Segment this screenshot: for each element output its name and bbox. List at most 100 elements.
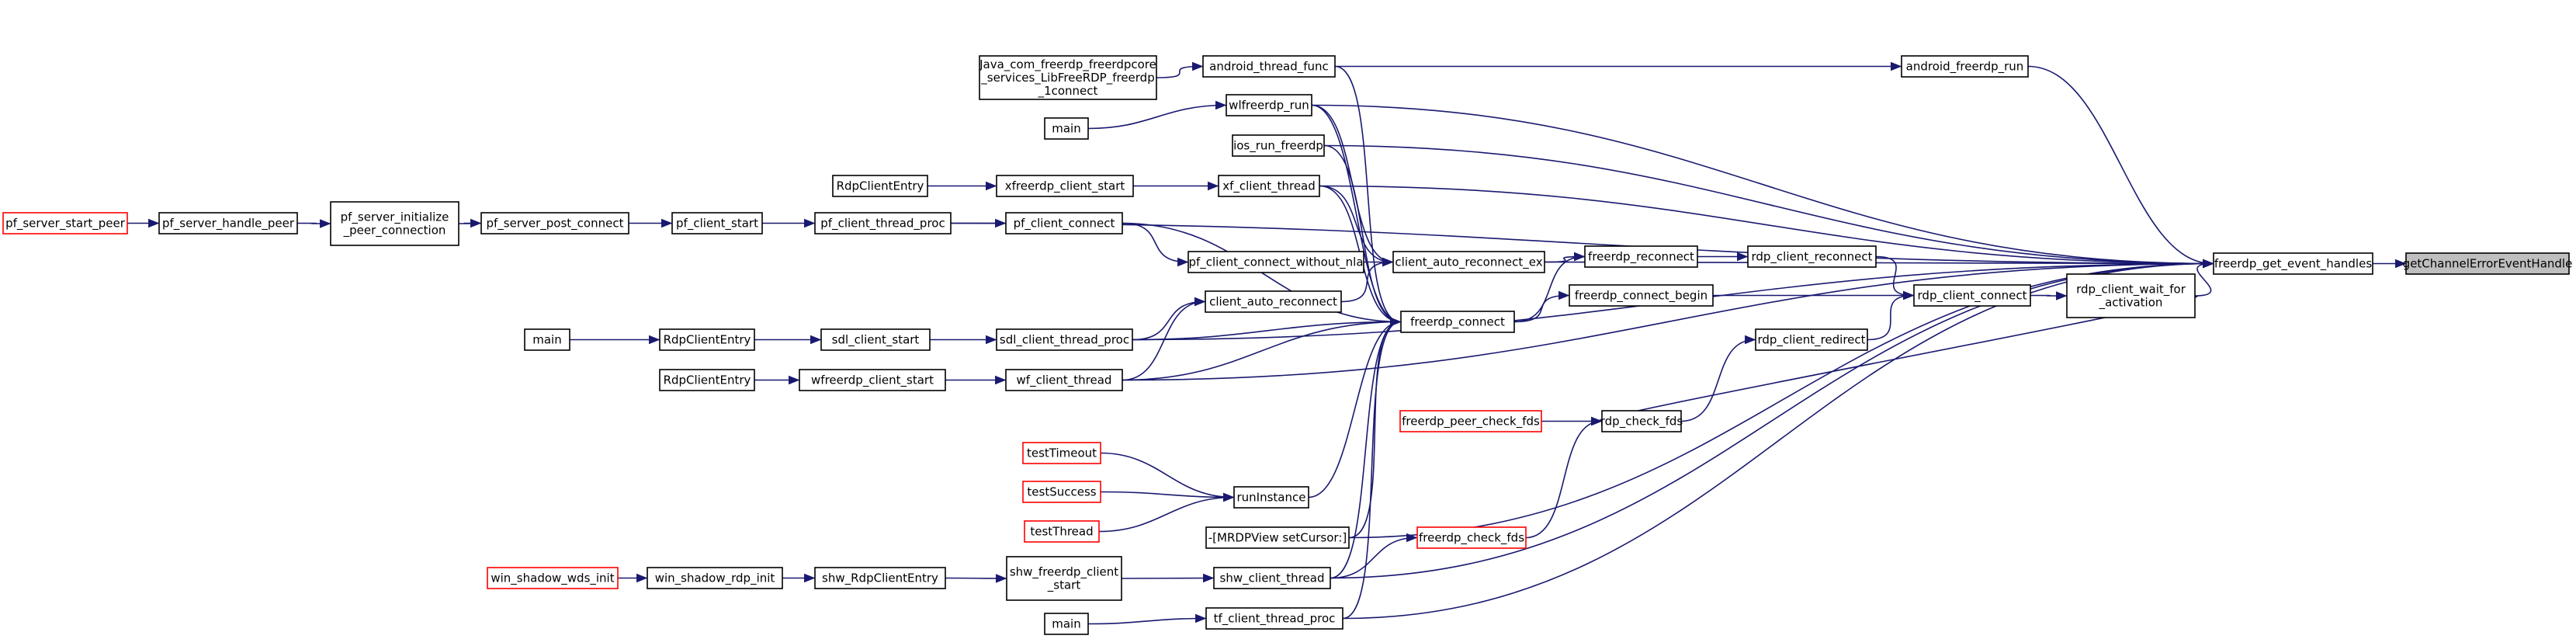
node-freerdp-check-fds[interactable]: freerdp_check_fds <box>1416 526 1527 549</box>
node-xf-client-thread[interactable]: xf_client_thread <box>1218 175 1320 197</box>
node-pf-client-connect[interactable]: pf_client_connect <box>1005 212 1123 234</box>
node-android-freerdp-run[interactable]: android_freerdp_run <box>1901 55 2029 78</box>
edge-ios-run-freerdp-to-freerdp-connect <box>1323 144 1402 327</box>
node-box <box>1400 311 1515 333</box>
edge-wf-client-thread-to-freerdp-get-event-handles <box>1122 259 2214 381</box>
node-label: win_shadow_rdp_init <box>655 571 775 586</box>
node-rdp-client-connect[interactable]: rdp_client_connect <box>1913 284 2031 307</box>
node-pf-server-handle-peer[interactable]: pf_server_handle_peer <box>158 212 298 234</box>
node-ios-run-freerdp[interactable]: ios_run_freerdp <box>1232 134 1325 157</box>
edge-xf-client-thread-to-freerdp-get-event-handles <box>1319 185 2214 269</box>
node-label: pf_client_connect_without_nla <box>1188 255 1363 270</box>
node-rdp-client-wait-for-activation[interactable]: rdp_client_wait_for_activation <box>2066 273 2196 318</box>
node-xfreerdp-client-start[interactable]: xfreerdp_client_start <box>996 175 1134 197</box>
node-rdpcliententry-wf[interactable]: RdpClientEntry <box>659 369 755 391</box>
node-box <box>1187 251 1364 273</box>
edge-mrdpview-setcursor-to-freerdp-get-event-handles <box>1348 259 2214 539</box>
node-box <box>996 175 1134 197</box>
node-box <box>1416 526 1527 549</box>
node-tf-client-thread-proc[interactable]: tf_client_thread_proc <box>1205 607 1343 630</box>
node-box <box>487 567 619 589</box>
node-pf-client-start[interactable]: pf_client_start <box>671 212 763 234</box>
node-box <box>2213 252 2373 275</box>
edge-testtimeout-to-runinstance <box>1100 452 1235 502</box>
node-java-connect[interactable]: Java_com_freerdp_freerdpcore_services_Li… <box>979 55 1157 100</box>
node-pf-client-thread-proc[interactable]: pf_client_thread_proc <box>814 212 952 234</box>
edge-testthread-to-runinstance <box>1098 492 1235 533</box>
node-client-auto-reconnect-ex[interactable]: client_auto_reconnect_ex <box>1392 251 1545 273</box>
node-client-auto-reconnect[interactable]: client_auto_reconnect <box>1205 290 1342 313</box>
node-sdl-client-thread-proc[interactable]: sdl_client_thread_proc <box>996 328 1133 351</box>
node-pf-server-start-peer[interactable]: pf_server_start_peer <box>2 212 128 234</box>
node-label: pf_client_start <box>676 217 758 231</box>
node-label: -[MRDPView setCursor:] <box>1208 531 1347 545</box>
node-freerdp-connect-begin[interactable]: freerdp_connect_begin <box>1569 284 1714 307</box>
node-mrdpview-setcursor[interactable]: -[MRDPView setCursor:] <box>1205 526 1350 549</box>
node-win-shadow-rdp-init[interactable]: win_shadow_rdp_init <box>647 567 783 589</box>
node-label: pf_server_initialize <box>341 210 449 225</box>
node-freerdp-get-event-handles[interactable]: freerdp_get_event_handles <box>2213 252 2373 275</box>
node-label: pf_client_thread_proc <box>820 217 945 231</box>
node-testsuccess[interactable]: testSuccess <box>1022 481 1101 503</box>
node-rdp-client-redirect[interactable]: rdp_client_redirect <box>1755 328 1868 351</box>
node-label: main <box>1052 122 1080 136</box>
node-sdl-client-start[interactable]: sdl_client_start <box>820 328 931 351</box>
edge-sdl-client-thread-proc-to-freerdp-connect <box>1132 317 1402 341</box>
node-rdpcliententry-sdl[interactable]: RdpClientEntry <box>659 328 755 351</box>
node-freerdp-connect[interactable]: freerdp_connect <box>1400 311 1515 333</box>
node-testtimeout[interactable]: testTimeout <box>1022 442 1101 464</box>
node-main-sdl[interactable]: main <box>524 328 570 351</box>
node-wf-client-thread[interactable]: wf_client_thread <box>1005 369 1123 391</box>
edge-wlfreerdp-run-to-freerdp-get-event-handles <box>1311 104 2214 269</box>
node-label: client_auto_reconnect <box>1209 295 1337 310</box>
node-box <box>979 55 1157 100</box>
node-shw-freerdp-client-start[interactable]: shw_freerdp_client_start <box>1006 556 1122 601</box>
node-box <box>799 369 946 391</box>
node-box <box>1399 410 1542 432</box>
node-label: rdp_client_redirect <box>1757 333 1865 348</box>
node-label: pf_client_connect <box>1014 217 1115 231</box>
node-win-shadow-wds-init[interactable]: win_shadow_wds_init <box>487 567 619 589</box>
node-box <box>1392 251 1545 273</box>
node-box <box>832 175 928 197</box>
node-main-top[interactable]: main <box>1044 117 1089 140</box>
node-rdpcliententry-x[interactable]: RdpClientEntry <box>832 175 928 197</box>
node-box <box>814 212 952 234</box>
node-freerdp-peer-check-fds[interactable]: freerdp_peer_check_fds <box>1399 410 1542 432</box>
edge-shw-client-thread-to-freerdp-check-fds <box>1330 533 1418 579</box>
node-shw-rdpcliententry[interactable]: shw_RdpClientEntry <box>814 567 946 589</box>
node-testthread[interactable]: testThread <box>1024 520 1100 543</box>
node-wfreerdp-client-start[interactable]: wfreerdp_client_start <box>799 369 946 391</box>
node-box <box>2405 252 2570 275</box>
node-wlfreerdp-run[interactable]: wlfreerdp_run <box>1226 94 1312 116</box>
node-label: _peer_connection <box>343 224 446 238</box>
node-label: pf_server_start_peer <box>5 217 126 231</box>
node-label: android_freerdp_run <box>1906 60 2024 75</box>
edge-pf-client-connect-to-pf-client-connect-without-nla <box>1122 222 1189 267</box>
node-box <box>1747 245 1877 268</box>
node-label: RdpClientEntry <box>837 179 924 193</box>
edge-xf-client-thread-to-client-auto-reconnect-ex <box>1319 185 1394 267</box>
node-freerdp-reconnect[interactable]: freerdp_reconnect <box>1584 245 1698 268</box>
edge-rdp-client-redirect-to-rdp-client-connect <box>1867 290 1915 341</box>
node-pf-client-connect-without-nla[interactable]: pf_client_connect_without_nla <box>1187 251 1364 273</box>
node-box <box>1584 245 1698 268</box>
node-box <box>1005 369 1123 391</box>
node-main-tf[interactable]: main <box>1044 613 1089 635</box>
node-android-thread-func[interactable]: android_thread_func <box>1202 55 1336 78</box>
node-box <box>659 328 755 351</box>
node-box <box>1213 567 1331 589</box>
node-box <box>1901 55 2029 78</box>
edge-rdp-client-connect-to-rdp-client-wait-for-activation <box>2030 291 2068 300</box>
node-pf-server-initialize-peer-connection[interactable]: pf_server_initialize_peer_connection <box>330 201 459 246</box>
node-box <box>1218 175 1320 197</box>
node-rdp-client-reconnect[interactable]: rdp_client_reconnect <box>1747 245 1877 268</box>
node-pf-server-post-connect[interactable]: pf_server_post_connect <box>480 212 629 234</box>
node-runinstance[interactable]: runInstance <box>1233 486 1309 509</box>
node-rdp-check-fds[interactable]: rdp_check_fds <box>1600 410 1683 432</box>
node-getchannelerroreventhandle[interactable]: getChannelErrorEventHandle <box>2403 252 2573 275</box>
edge-sdl-client-thread-proc-to-client-auto-reconnect <box>1132 297 1206 341</box>
node-label: rdp_client_wait_for <box>2076 283 2186 297</box>
node-shw-client-thread[interactable]: shw_client_thread <box>1213 567 1331 589</box>
node-box <box>1601 410 1682 432</box>
